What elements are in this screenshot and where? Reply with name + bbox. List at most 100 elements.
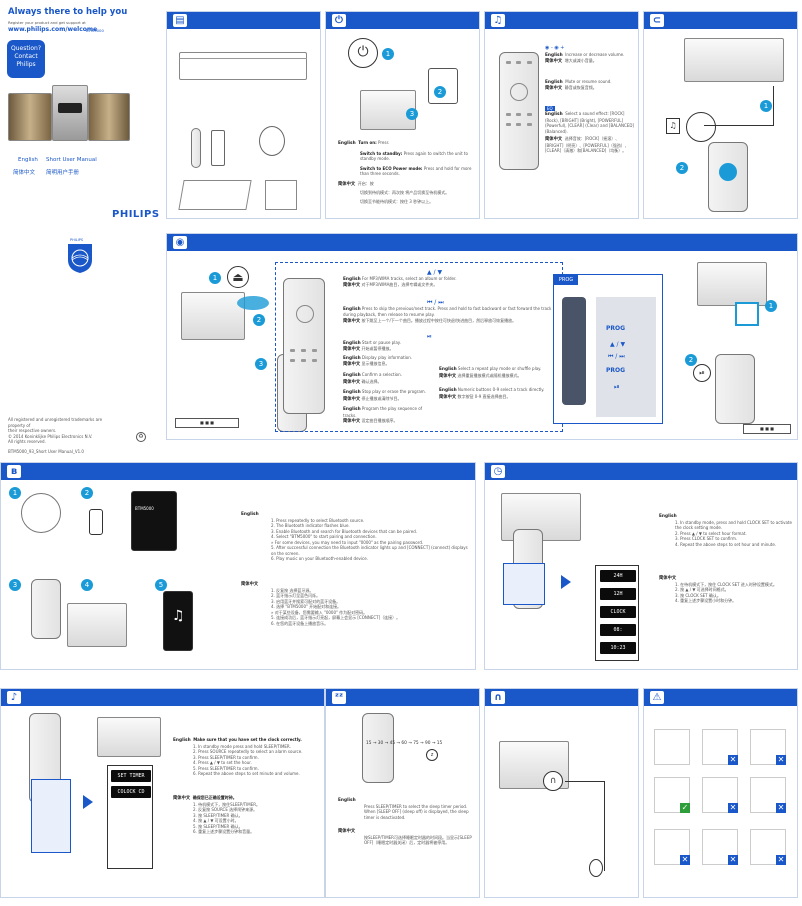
prog-en-text: Program the play sequence of tracks. bbox=[343, 406, 423, 418]
doc-code: BTM5000_93_Short User Manual_V1.0 bbox=[8, 448, 84, 454]
prog-zh-text: 设定曲目播放顺序。 bbox=[361, 418, 398, 423]
power-zh-2: 切换到待机模式：再次按 将产品切换至待机模式。 bbox=[360, 190, 450, 195]
play-circle-illustration[interactable]: ⏯ bbox=[693, 364, 711, 382]
alarm-panel: ♪ SET TIMER COLOCK CD English Make sure … bbox=[0, 688, 325, 898]
safety-panel: ⚠ ✕ ✕ ✓ ✕ ✕ ✕ ✕ ✕ bbox=[643, 688, 798, 898]
mute-en-label: English bbox=[545, 79, 563, 85]
alarm-en-step: 3. Press SLEEP/TIMER to confirm. bbox=[193, 754, 259, 760]
bell-icon: ♪ bbox=[7, 691, 21, 704]
alarm-zh-step: 4. 按 ▲ / ▼ 可设置小时。 bbox=[193, 818, 239, 823]
power-en-3-title: Switch to ECO Power mode: bbox=[360, 165, 423, 171]
manual-zh-title: 简明用户手册 bbox=[46, 170, 80, 176]
power-button-illustration[interactable]: ⏻ bbox=[348, 38, 378, 68]
unit-illustration bbox=[179, 52, 307, 80]
num-zh-text: 数字按钮 0-9 直接选择曲目。 bbox=[457, 393, 511, 399]
remote-illustration bbox=[191, 128, 201, 168]
clock-zh-steps: 1. 在待机模式下，按住 CLOCK SET 进入时钟设置模式。2. 按 ▲ /… bbox=[675, 582, 795, 604]
eq-en-text: Select a sound effect: [ROCK] (Rock), [B… bbox=[545, 111, 634, 134]
alarm-en-step: 6. Repeat the above steps to set minute … bbox=[193, 771, 300, 776]
model-number: BTM5000 bbox=[86, 28, 104, 33]
headphones-panel: ∩ ∩ bbox=[484, 688, 639, 898]
stop-zh-text: 停止播放或清除节目。 bbox=[361, 395, 402, 401]
bluetooth-icon: ʙ bbox=[7, 465, 21, 478]
remote-illustration bbox=[362, 713, 394, 783]
alarm-en-step: 1. In standby mode press and hold SLEEP/… bbox=[193, 743, 291, 749]
manual-zh-lang: 简体中文 bbox=[13, 170, 36, 176]
clock-screen-3: CLOCK bbox=[600, 606, 636, 618]
stop-zh-label: 简体中文 bbox=[343, 396, 361, 402]
power-cord-illustration bbox=[259, 126, 285, 156]
vol-en-text: Increase or decrease volume. bbox=[565, 51, 625, 57]
headphones-icon: ∩ bbox=[491, 691, 505, 704]
stop-en-label: English bbox=[343, 390, 361, 395]
bt-en-label: English bbox=[241, 512, 259, 517]
alarm-zh-step: 6. 重复上述步骤设置分钟和音量。 bbox=[193, 829, 255, 834]
bt-zh-step: 5. 连接成功后，蓝牙指示灯亮起，屏幕上会显示 [CONNECT]（连接）。 bbox=[271, 615, 401, 620]
product-image bbox=[8, 85, 130, 145]
power-en-2: Press again to switch the unit to standb… bbox=[360, 150, 468, 162]
prog-play-icon: ⏯ bbox=[614, 383, 620, 391]
repeat-zh-text: 选择重复播放模式或随机播放模式。 bbox=[457, 372, 522, 378]
volume-panel: ♫ ◉ - ◉ + English Increase or decrease v… bbox=[484, 11, 639, 219]
unit-illustration bbox=[697, 262, 767, 306]
skip-en-label: English bbox=[343, 306, 361, 312]
power-en-2-title: Switch to standby: bbox=[360, 150, 403, 156]
eject-button-illustration[interactable]: ⏏ bbox=[227, 266, 249, 288]
alarm-en-step: 5. Press SLEEP/TIMER to confirm. bbox=[193, 765, 259, 771]
repeat-zh-label: 简体中文 bbox=[439, 373, 457, 379]
skip-zh-text: 按下跳至上一个/下一个曲目。播放过程中按住可快退/快进曲目，然后释放可恢复播放。 bbox=[361, 317, 517, 323]
alarm-en-steps: 1. In standby mode press and hold SLEEP/… bbox=[193, 744, 321, 777]
contact-line-1: Question? bbox=[10, 45, 42, 52]
phone-screen-illustration: BTM5000 bbox=[131, 491, 177, 551]
eq-en-label: English bbox=[545, 112, 563, 117]
clock-screen-5: 10:23 bbox=[600, 642, 636, 654]
skip-zh-label: 简体中文 bbox=[343, 318, 361, 324]
mute-zh-text: 静音或恢复音频。 bbox=[564, 85, 597, 90]
bt-zh-step: 2. 蓝牙指示灯呈蓝色闪烁。 bbox=[271, 593, 321, 598]
clock-panel: ◷ 24H 12H CLOCK 08: 10:23 English 1. In … bbox=[484, 462, 798, 670]
repeat-en-text: Select a repeat play mode or shuffle pla… bbox=[457, 366, 542, 371]
clock-en-label: English bbox=[659, 514, 677, 519]
alarm-en-step: 2. Press SOURCE repeatedly to select an … bbox=[193, 749, 303, 754]
phone-illustration bbox=[89, 509, 103, 535]
bt-button-illustration[interactable] bbox=[21, 493, 61, 533]
contact-badge[interactable]: Question? Contact Philips bbox=[7, 40, 45, 78]
sleep-en-text: Press SLEEP/TIMER to select the sleep ti… bbox=[364, 803, 469, 820]
clock-en-step: 3. Press CLOCK SET to confirm. bbox=[675, 536, 738, 541]
music-device-icon: ♫ bbox=[666, 118, 680, 134]
clock-screen-2: 12H bbox=[600, 588, 636, 600]
program-box: PROG PROG ▲ / ▼ ⏮ / ⏭ PROG ⏯ bbox=[553, 274, 663, 424]
confirm-en-label: English bbox=[343, 373, 361, 378]
sleep-panel: ᶻᶻ 15 → 30 → 45 → 60 → 75 → 90 → 15 z En… bbox=[325, 688, 480, 898]
shield-brand-text: PHILIPS bbox=[70, 238, 84, 242]
bt-en-steps: 1. Press repeatedly to select Bluetooth … bbox=[271, 518, 471, 562]
alarm-zh-step: 5. 按 SLEEP/TIMER 确认。 bbox=[193, 823, 243, 829]
bt-zh-steps: 1. 反复按 选择蓝牙源。2. 蓝牙指示灯呈蓝色闪烁。3. 启用蓝牙并搜索可配对… bbox=[271, 588, 471, 627]
prog-updown-icon: ▲ / ▼ bbox=[610, 341, 626, 348]
unit-illustration bbox=[67, 603, 127, 647]
sleep-en-label: English bbox=[338, 798, 356, 803]
phone-music-illustration: ♫ bbox=[163, 591, 193, 651]
sleep-zh-text: 按SLEEP/TIMER可选择睡眠定时器的时间段。当显示[SLEEP OFF]（… bbox=[364, 834, 472, 846]
vol-buttons-icon: ◉ - ◉ + bbox=[545, 45, 565, 51]
compliance-logos: ■ ■ ■ bbox=[175, 418, 239, 428]
clock-screens: 24H 12H CLOCK 08: 10:23 bbox=[595, 565, 639, 661]
compliance-logos: ■ ■ ■ bbox=[743, 424, 791, 434]
play-pause-icon: ⏯ bbox=[427, 333, 432, 340]
clock-screen-1: 24H bbox=[600, 570, 636, 582]
aux-panel: ⊂ 1 ♫ 2 bbox=[643, 11, 798, 219]
program-box-badge: PROG bbox=[554, 275, 578, 285]
alarm-screen-2: COLOCK CD bbox=[111, 786, 151, 798]
headline: Always there to help you bbox=[8, 7, 128, 17]
num-en-label: English bbox=[439, 388, 457, 393]
support-url[interactable]: www.philips.com/welcome bbox=[8, 26, 98, 33]
confirm-zh-text: 确认选择。 bbox=[361, 378, 382, 384]
mute-en-text: Mute or resume sound. bbox=[565, 78, 612, 84]
clock-buttons-box bbox=[503, 563, 545, 605]
box-icon: ▤ bbox=[173, 14, 187, 27]
skip-en-text: Press to skip the previous/next track. P… bbox=[343, 305, 552, 318]
num-zh-label: 简体中文 bbox=[439, 394, 457, 400]
power-en-label: English bbox=[338, 141, 356, 146]
clock-en-step: 1. In standby mode, press and hold CLOCK… bbox=[675, 519, 792, 531]
bt-en-step: 5. After successful connection the Bluet… bbox=[271, 545, 468, 556]
